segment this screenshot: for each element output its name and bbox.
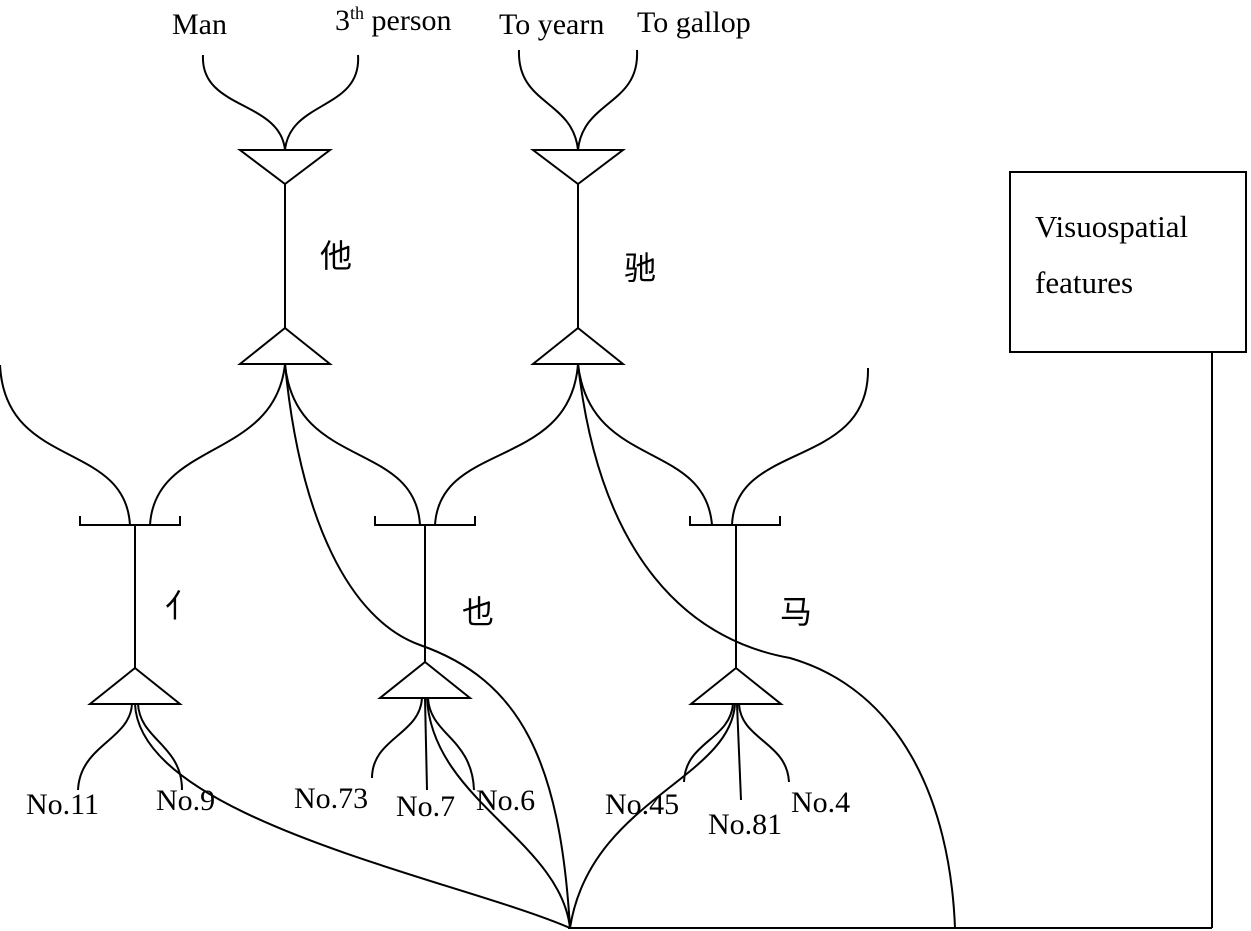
ren-triangle <box>87 666 183 705</box>
ta-meaning-triangle <box>237 149 333 186</box>
edge-ta-long-curve <box>284 363 571 929</box>
edge-outer-right-to-ma <box>731 367 870 526</box>
label-no7: No.7 <box>396 790 456 823</box>
edge-ren-to-no11 <box>77 703 133 791</box>
ren-bracket <box>79 516 181 526</box>
edge-ren-to-baseline <box>134 703 571 929</box>
ma-triangle <box>688 666 784 705</box>
component-node-ye <box>284 363 579 699</box>
fan-ye <box>371 697 571 929</box>
ta-form-triangle <box>237 326 333 365</box>
char-ye: 也 <box>462 593 495 631</box>
edge-chi-to-ma <box>577 363 713 526</box>
label-no11: No.11 <box>26 788 100 821</box>
word-node-ta <box>201 54 360 365</box>
edge-chi-long-curve <box>577 363 956 929</box>
fan-ma <box>569 703 790 929</box>
char-ta: 他 <box>320 237 353 275</box>
edge-yearn-to-chi <box>517 49 579 151</box>
edge-ye-to-no6 <box>427 697 475 791</box>
label-third-person-rest: person <box>364 4 452 37</box>
edge-gallop-to-chi <box>577 49 639 151</box>
label-third-person: 3th person <box>335 3 452 37</box>
label-third-person-sup: th <box>350 3 365 23</box>
edge-ma-to-no45 <box>683 703 734 783</box>
visuospatial-features-box: Visuospatial features <box>1009 171 1247 353</box>
label-no81: No.81 <box>708 808 783 841</box>
edge-man-to-ta <box>201 54 286 151</box>
label-man: Man <box>172 8 227 41</box>
label-no4: No.4 <box>791 786 851 819</box>
edge-ye-to-no7 <box>424 697 428 791</box>
char-chi: 驰 <box>624 249 657 287</box>
visuospatial-features-label: Visuospatial features <box>1035 209 1189 300</box>
word-node-chi <box>517 49 639 365</box>
edge-ma-to-no81 <box>736 703 742 801</box>
label-no45: No.45 <box>605 788 680 821</box>
edge-ta-to-ye <box>284 363 421 526</box>
label-third-person-base: 3 <box>335 4 350 37</box>
chi-meaning-triangle <box>530 149 626 186</box>
edge-ta-to-ren <box>149 363 286 526</box>
label-to-yearn: To yearn <box>499 8 605 41</box>
label-no6: No.6 <box>476 784 536 817</box>
char-ma: 马 <box>780 593 813 631</box>
component-node-ma <box>577 363 870 705</box>
label-to-gallop: To gallop <box>637 6 751 39</box>
label-no9: No.9 <box>156 784 216 817</box>
edge-outer-left-to-ren <box>0 364 131 526</box>
chi-form-triangle <box>530 326 626 365</box>
edge-ma-to-no4 <box>738 703 790 783</box>
component-node-ren <box>0 363 286 705</box>
edge-ma-to-baseline <box>569 703 736 929</box>
edge-ren-to-no9 <box>137 703 183 791</box>
fan-ren <box>77 703 571 929</box>
label-no73: No.73 <box>294 782 369 815</box>
edge-ye-to-baseline <box>426 697 571 929</box>
edge-ye-to-no73 <box>371 697 423 779</box>
ma-bracket <box>689 516 781 526</box>
char-ren-radical: 亻 <box>165 587 198 625</box>
ye-triangle <box>377 660 473 699</box>
edge-chi-to-ye <box>434 363 579 526</box>
edge-3rdperson-to-ta <box>284 54 360 151</box>
ye-bracket <box>374 516 476 526</box>
